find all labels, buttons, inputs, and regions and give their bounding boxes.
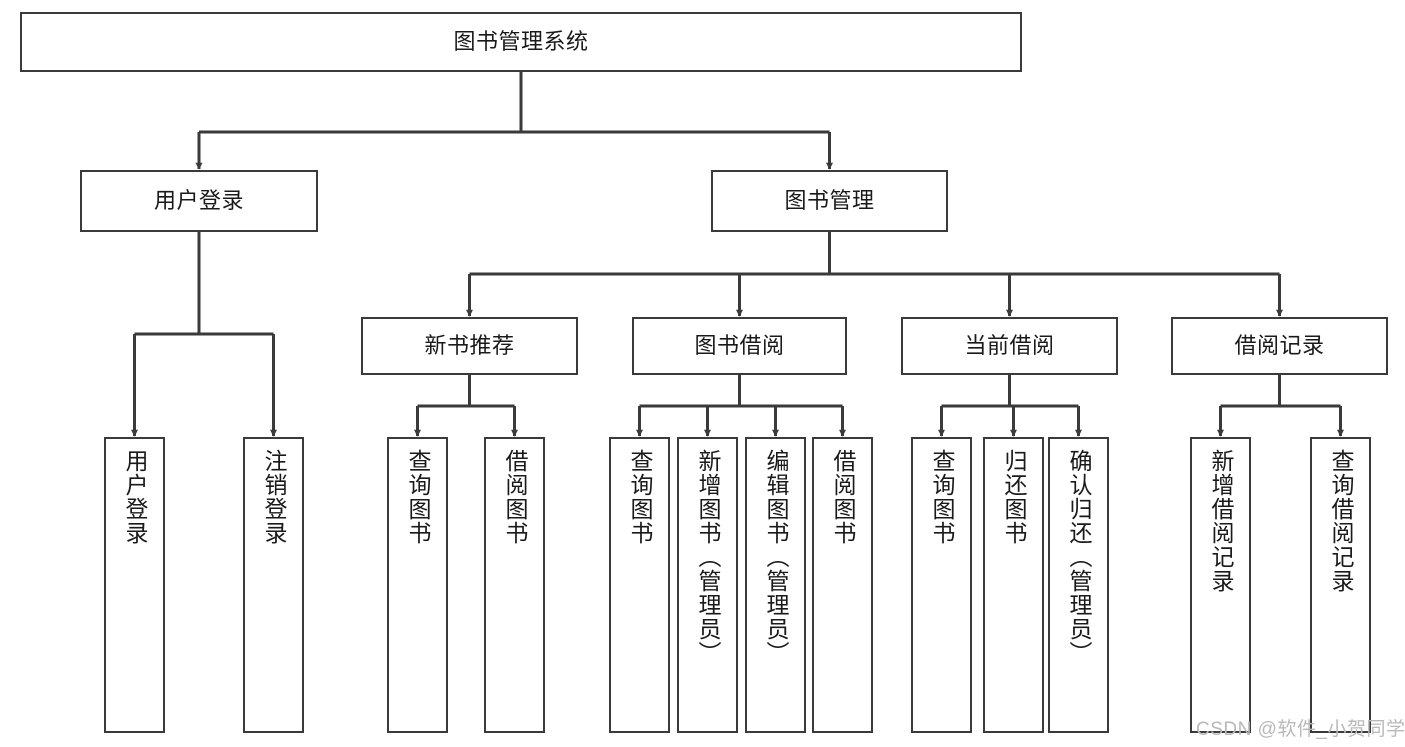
node-l-login: 用户登录 <box>104 437 165 733</box>
node-label: 归还图书 <box>1001 449 1027 545</box>
node-label: 新书推荐 <box>424 333 515 359</box>
node-label: 查询图书 <box>405 449 431 545</box>
node-borrow: 图书借阅 <box>632 317 847 375</box>
node-n-query: 查询图书 <box>387 437 448 733</box>
watermark: CSDN @软件_小贺同学 <box>1196 719 1405 740</box>
node-b-borrow: 借阅图书 <box>812 437 873 733</box>
node-label: 借阅图书 <box>502 449 528 545</box>
node-label: 当前借阅 <box>964 333 1055 359</box>
node-login: 用户登录 <box>80 170 318 232</box>
node-label: 确认归还（管理员） <box>1066 449 1092 665</box>
node-label: 图书管理 <box>784 188 875 214</box>
node-label: 用户登录 <box>153 188 244 214</box>
node-label: 注销登录 <box>261 449 287 545</box>
node-n-borrow: 借阅图书 <box>484 437 545 733</box>
node-b-add: 新增图书（管理员） <box>677 437 738 733</box>
node-b-edit: 编辑图书（管理员） <box>745 437 806 733</box>
node-label: 用户登录 <box>122 449 148 545</box>
node-label: 借阅图书 <box>830 449 856 545</box>
node-c-confirm: 确认归还（管理员） <box>1048 437 1109 733</box>
node-newbook: 新书推荐 <box>361 317 578 375</box>
node-label: 查询图书 <box>627 449 653 545</box>
node-bookmgmt: 图书管理 <box>711 170 948 232</box>
node-label: 查询借阅记录 <box>1328 449 1354 593</box>
node-c-query: 查询图书 <box>911 437 972 733</box>
node-r-add: 新增借阅记录 <box>1190 437 1251 733</box>
node-current: 当前借阅 <box>901 317 1118 375</box>
node-c-return: 归还图书 <box>983 437 1044 733</box>
node-label: 查询图书 <box>929 449 955 545</box>
node-l-logout: 注销登录 <box>243 437 304 733</box>
node-label: 新增图书（管理员） <box>695 449 721 665</box>
node-label: 借阅记录 <box>1234 333 1325 359</box>
node-label: 编辑图书（管理员） <box>763 449 789 665</box>
node-label: 新增借阅记录 <box>1208 449 1234 593</box>
node-r-query: 查询借阅记录 <box>1310 437 1371 733</box>
node-label: 图书管理系统 <box>453 29 589 55</box>
node-records: 借阅记录 <box>1171 317 1388 375</box>
node-b-query: 查询图书 <box>609 437 670 733</box>
node-root: 图书管理系统 <box>20 12 1022 72</box>
node-label: 图书借阅 <box>694 333 785 359</box>
